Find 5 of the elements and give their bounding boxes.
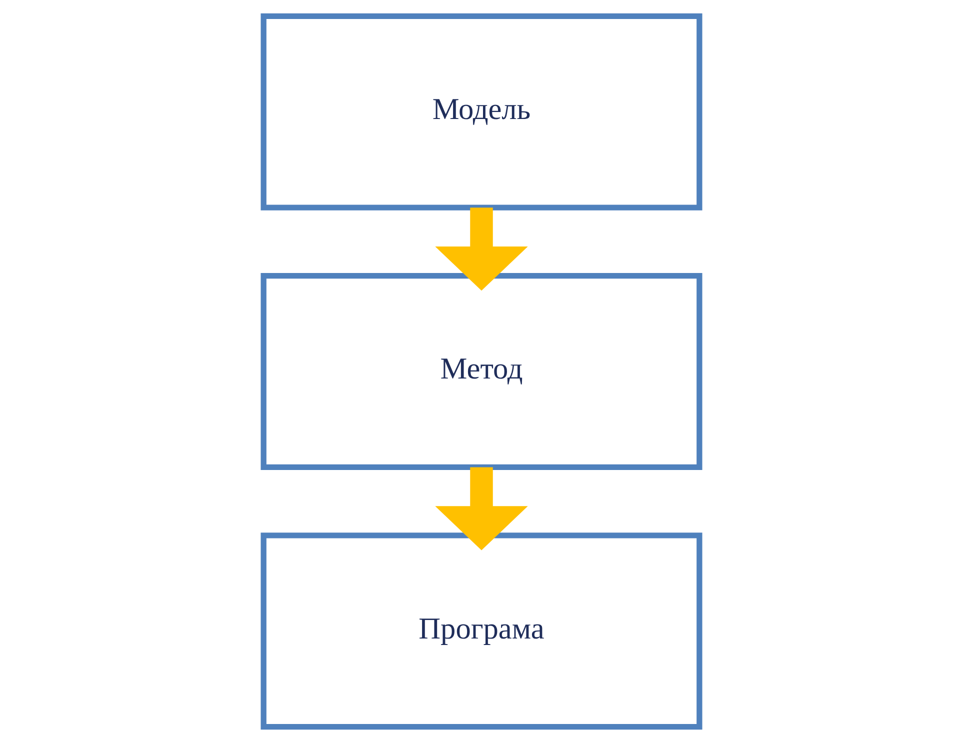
node-box: Метод [260, 272, 702, 470]
node-box: Модель [260, 13, 702, 210]
arrow [434, 208, 528, 291]
node-box: Програма [260, 532, 702, 730]
arrow [434, 467, 528, 550]
